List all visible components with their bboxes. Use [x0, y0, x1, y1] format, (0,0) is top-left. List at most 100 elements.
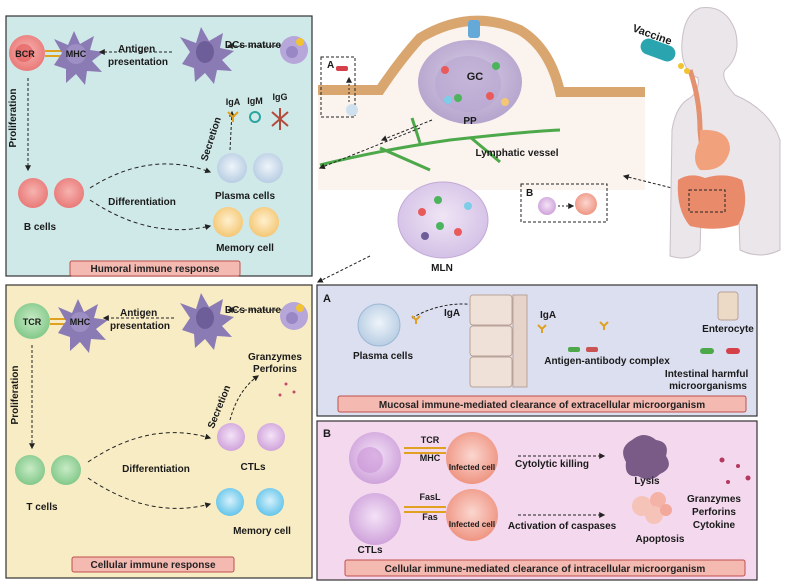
fasl-fas-connector: [404, 506, 446, 513]
stomach-icon: [695, 129, 730, 171]
inset-b-box: [520, 183, 608, 223]
fas-label: Fas: [422, 512, 438, 522]
ctl-2-icon: [257, 423, 285, 451]
mucosal-title: Mucosal immune-mediated clearance of ext…: [379, 400, 705, 411]
arrow-secretion: [228, 110, 235, 151]
ctls-label: CTLs: [241, 462, 266, 473]
tcr-label-2: TCR: [421, 435, 440, 445]
b-cells-label: B cells: [24, 222, 57, 233]
ctl-small-icon: [538, 197, 556, 215]
granzymes-label: Granzymes: [248, 352, 302, 363]
mln-cells: [418, 196, 472, 240]
granzymes-label-2: Granzymes: [687, 494, 741, 505]
proliferation-label-2: Proliferation: [10, 366, 21, 425]
arrow-to-plasma: [89, 163, 212, 189]
infected-cell-label-2: Infected cell: [449, 520, 495, 529]
arrow-to-cellular: [316, 255, 371, 283]
dendritic-cell-2-icon: [180, 27, 234, 84]
plasma-cells-label: Plasma cells: [215, 191, 275, 202]
antigen-antibody-complex-icon: [568, 347, 598, 352]
memory-cell-label-2: Memory cell: [233, 526, 291, 537]
cellular-title: Cellular immune response: [90, 560, 215, 571]
plasma-cell-1-icon: [217, 153, 247, 183]
proliferation-label: Proliferation: [8, 89, 19, 148]
m-cell-icon: [468, 20, 480, 38]
enterocyte-column-icon: [469, 294, 528, 388]
t-cells-label: T cells: [26, 502, 58, 513]
tcr-mhc-connector: [50, 318, 66, 325]
infected-cell-label-1: Infected cell: [449, 463, 495, 472]
perforins-label: Perforins: [253, 364, 297, 375]
igg-antibody-icon: [271, 108, 289, 130]
apoptosis-icon: [632, 492, 672, 524]
mucosal-panel: A Plasma cells IgA IgA Enterocyte Antige…: [316, 284, 758, 417]
fasl-label: FasL: [419, 492, 441, 502]
arrow-to-memory: [89, 199, 212, 231]
igg-label: IgG: [273, 92, 288, 102]
bcr-label: BCR: [15, 49, 35, 59]
gc-cells: [441, 62, 509, 106]
plasma-cells-label-2: Plasma cells: [353, 351, 413, 362]
lysis-icon: [623, 435, 669, 480]
immature-dc-icon: [280, 36, 308, 64]
b-cell-2-icon: [54, 178, 84, 208]
intracellular-title-box: [344, 559, 746, 577]
intracellular-letter: B: [323, 428, 331, 440]
enterocyte-icon: [717, 291, 739, 321]
dcs-mature-label: DCs mature: [225, 40, 282, 51]
inset-a-box: [320, 56, 356, 118]
granzyme-dots-icon: [719, 457, 751, 484]
cellular-title-box: [71, 556, 235, 573]
t-cell-2-icon: [51, 455, 81, 485]
lymphatic-vessel-label: Lymphatic vessel: [475, 148, 558, 159]
ctl-large-2-icon: [349, 493, 401, 545]
cellular-panel: TCR MHC Antigen presentation DCs mature …: [5, 284, 313, 579]
tcr-label: TCR: [23, 317, 42, 327]
differentiation-label: Differentiation: [108, 197, 176, 208]
memory-cell-1-icon: [213, 207, 243, 237]
arrow-to-humoral: [318, 127, 421, 170]
infected-cell-2-icon: [446, 489, 498, 541]
esophagus-icon: [687, 69, 706, 161]
human-body-figure: Vaccine: [631, 6, 781, 259]
memory-t-1-icon: [216, 488, 244, 516]
cytolytic-killing-label: Cytolytic killing: [515, 459, 589, 470]
igm-antibody-icon: [249, 111, 261, 123]
memory-cell-label: Memory cell: [216, 243, 274, 254]
mhc-label-2: MHC: [70, 317, 91, 327]
ctl-1-icon: [217, 423, 245, 451]
cytokine-label: Cytokine: [693, 520, 736, 531]
plasma-cell-large-icon: [357, 303, 401, 347]
intracellular-title: Cellular immune-mediated clearance of in…: [385, 564, 706, 575]
intracellular-panel: B TCR MHC Infected cell Cytolytic killin…: [316, 420, 758, 581]
tcr-mhc-connector-2: [404, 447, 446, 454]
mln-label: MLN: [431, 263, 453, 274]
memory-cell-2-icon: [249, 207, 279, 237]
t-cell-1-icon: [15, 455, 45, 485]
memory-t-2-icon: [256, 488, 284, 516]
iga-antibody-icon: [227, 111, 239, 122]
lymphatic-vessel-icon: [319, 117, 561, 172]
intestine-icon: [677, 175, 746, 229]
mhc-label: MHC: [66, 49, 87, 59]
differentiation-label-2: Differentiation: [122, 464, 190, 475]
immature-dc-2-icon: [280, 302, 308, 330]
microbe-icon: [336, 66, 348, 71]
lysis-label: Lysis: [634, 476, 660, 487]
vaccine-capsule-icon: [640, 38, 690, 74]
antigen-presentation-label: Antigen presentation: [108, 44, 168, 68]
iga-label-3: IgA: [540, 310, 556, 321]
infected-cell-1-icon: [446, 432, 498, 484]
ctls-label-2: CTLs: [358, 545, 383, 556]
perforins-label-2: Perforins: [692, 507, 736, 518]
mln-node-icon: [397, 181, 489, 259]
iga-label: IgA: [226, 97, 241, 107]
humoral-title: Humoral immune response: [91, 264, 220, 275]
gc-label: GC: [467, 71, 484, 83]
mucosal-title-box: [337, 395, 747, 413]
humoral-title-box: [69, 260, 241, 277]
pp-label: PP: [463, 116, 477, 127]
b-cell-1-icon: [18, 178, 48, 208]
antigen-presentation-label-2: Antigen presentation: [110, 308, 170, 332]
